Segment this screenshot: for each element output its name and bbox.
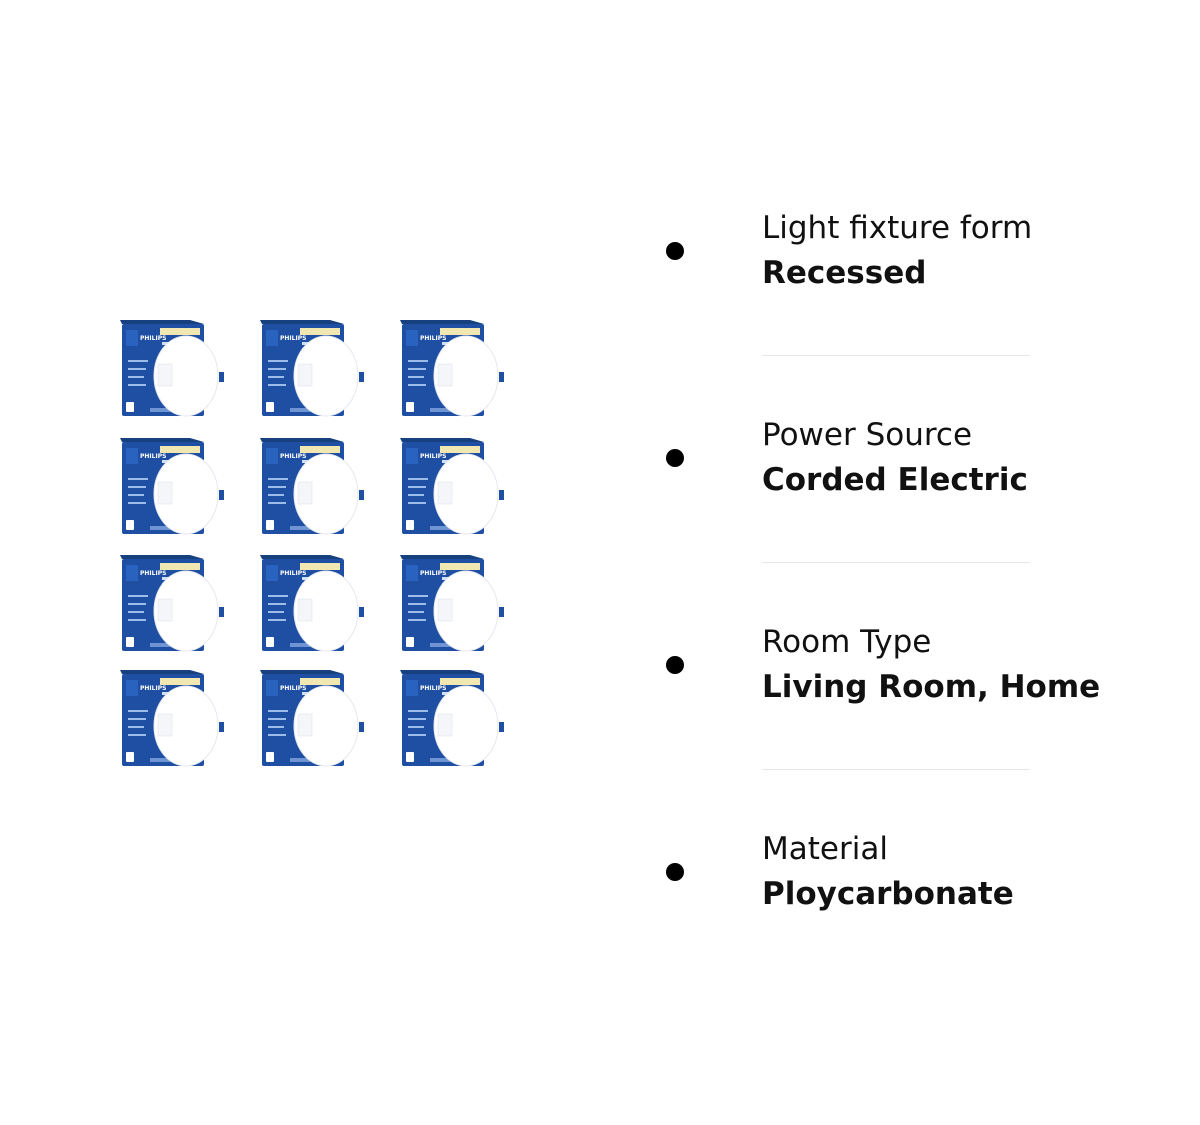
- spec-divider: [762, 562, 1030, 563]
- product-pack-image: PHILIPS: [260, 320, 368, 420]
- product-pack-image: PHILIPS: [400, 438, 508, 538]
- product-pack-image: PHILIPS: [260, 438, 368, 538]
- svg-text:PHILIPS: PHILIPS: [140, 335, 166, 342]
- spec-value-material: Ploycarbonate: [762, 876, 1014, 912]
- product-pack-image: PHILIPS: [260, 555, 368, 655]
- svg-text:PHILIPS: PHILIPS: [140, 685, 166, 692]
- product-pack-image: PHILIPS: [400, 320, 508, 420]
- spec-label-form: Light fixture form: [762, 210, 1033, 246]
- product-pack-image: PHILIPS: [260, 670, 368, 770]
- product-pack-image: PHILIPS: [120, 555, 228, 655]
- spec-value-power: Corded Electric: [762, 462, 1028, 498]
- svg-text:PHILIPS: PHILIPS: [420, 335, 446, 342]
- svg-text:PHILIPS: PHILIPS: [420, 570, 446, 577]
- product-pack-image: PHILIPS: [120, 438, 228, 538]
- svg-text:PHILIPS: PHILIPS: [280, 685, 306, 692]
- spec-divider: [762, 355, 1030, 356]
- product-pack-image: PHILIPS: [400, 670, 508, 770]
- product-pack-image: PHILIPS: [120, 670, 228, 770]
- spec-label-room: Room Type: [762, 624, 932, 660]
- svg-text:PHILIPS: PHILIPS: [140, 570, 166, 577]
- svg-text:PHILIPS: PHILIPS: [280, 570, 306, 577]
- spec-value-form: Recessed: [762, 255, 927, 291]
- spec-value-room: Living Room, Home: [762, 669, 1101, 705]
- product-pack-image: PHILIPS: [400, 555, 508, 655]
- product-pack-image: PHILIPS: [120, 320, 228, 420]
- svg-text:PHILIPS: PHILIPS: [280, 335, 306, 342]
- bullet-icon: [666, 449, 684, 467]
- bullet-icon: [666, 242, 684, 260]
- spec-label-power: Power Source: [762, 417, 973, 453]
- svg-text:PHILIPS: PHILIPS: [420, 453, 446, 460]
- svg-text:PHILIPS: PHILIPS: [280, 453, 306, 460]
- svg-text:PHILIPS: PHILIPS: [140, 453, 166, 460]
- spec-label-material: Material: [762, 831, 888, 867]
- spec-divider: [762, 769, 1030, 770]
- bullet-icon: [666, 863, 684, 881]
- svg-text:PHILIPS: PHILIPS: [420, 685, 446, 692]
- bullet-icon: [666, 656, 684, 674]
- product-image-grid: PHILIPS PHILIPS PHILIPS PHILIPS PHILIPS PHILI…: [120, 320, 510, 770]
